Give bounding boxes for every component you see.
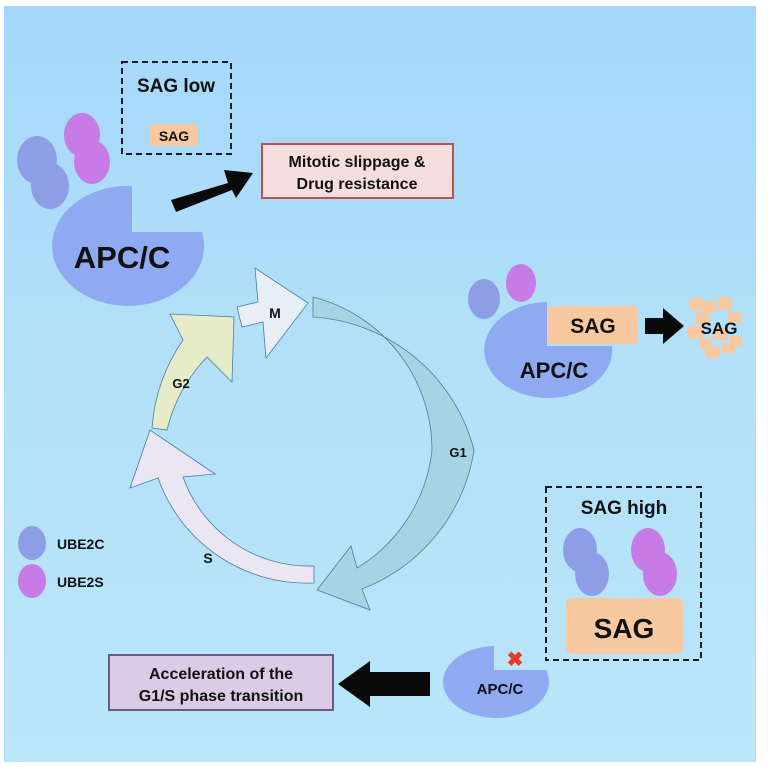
legend: UBE2C UBE2S: [18, 526, 104, 598]
legend-ube2c-swatch: [18, 526, 46, 560]
arrow-to-mitotic-slippage: [171, 170, 253, 212]
mitotic-slippage-box: [261, 143, 454, 199]
sag-protein-bound: [548, 306, 638, 344]
apc-c-complex: [484, 302, 613, 398]
sag-low-box: [121, 61, 232, 155]
degraded-sag-fragments: [688, 297, 742, 358]
sag-protein-small-label: SAG: [159, 128, 189, 144]
sag-degradation-section: APC/C SAG SAG: [468, 264, 742, 398]
phase-m-label: M: [269, 305, 281, 321]
sag-protein-large: [566, 598, 683, 654]
outcome-line1: Acceleration of the: [149, 666, 293, 683]
apc-c-complex: [52, 185, 205, 306]
g1s-acceleration-box: [108, 654, 334, 711]
sag-low-section: APC/C SAG low SAG Mitotic slippage & Dru…: [17, 61, 454, 306]
phase-m: [236, 267, 309, 360]
arrow-to-degradation: [645, 308, 684, 344]
apc-c-label: APC/C: [520, 358, 589, 383]
sag-protein-small: [150, 124, 198, 146]
apc-c-label: APC/C: [74, 240, 170, 275]
phase-g1: [312, 296, 475, 611]
phase-g2-label: G2: [172, 376, 189, 391]
inhibition-cross-icon: ✖: [507, 649, 524, 671]
outcome-line2: G1/S phase transition: [139, 688, 303, 705]
ube2s-subunit: [506, 264, 536, 302]
cell-cycle: [129, 267, 475, 611]
arrow-to-g1s-acceleration: [338, 661, 430, 707]
ube2s-subunit: [643, 552, 677, 596]
sag-low-title: SAG low: [137, 76, 215, 97]
legend-ube2s-swatch: [18, 564, 46, 598]
legend-ube2s-label: UBE2S: [57, 574, 104, 590]
ube2c-subunit: [31, 163, 69, 209]
sag-protein-large-label: SAG: [594, 613, 655, 644]
degraded-sag-label: SAG: [701, 319, 738, 338]
phase-s-label: S: [203, 550, 212, 566]
sag-high-title: SAG high: [581, 498, 668, 519]
apc-c-complex-inhibited: [443, 646, 550, 718]
outcome-line1: Mitotic slippage &: [289, 154, 426, 171]
outcome-line2: Drug resistance: [297, 176, 418, 193]
phase-g1-label: G1: [449, 445, 466, 460]
ube2c-subunit: [468, 279, 500, 319]
sag-high-box: [545, 486, 702, 661]
phase-s: [129, 429, 315, 584]
phase-g2: [151, 313, 235, 431]
ube2c-subunit: [575, 552, 609, 596]
ube2s-subunit: [74, 140, 110, 184]
legend-ube2c-label: UBE2C: [57, 536, 104, 552]
sag-high-section: SAG high SAG APC/C ✖ Acceleration of the…: [108, 486, 702, 718]
sag-protein-bound-label: SAG: [570, 315, 616, 338]
apc-c-label: APC/C: [477, 681, 524, 698]
